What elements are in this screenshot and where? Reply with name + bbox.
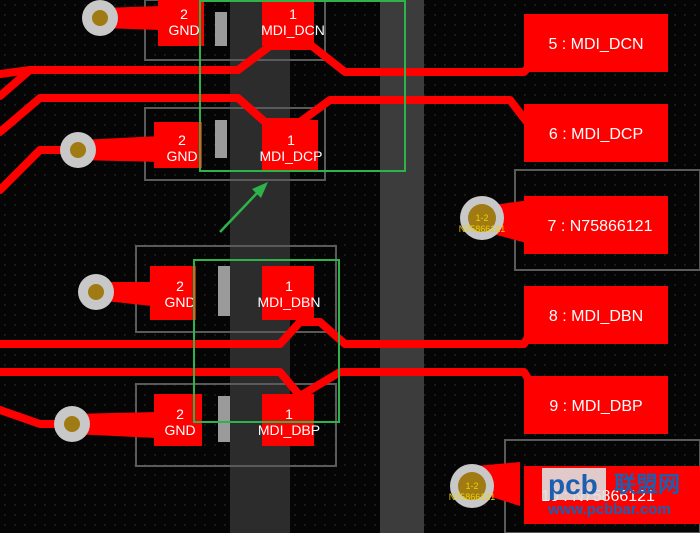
annotation-arrow xyxy=(219,182,268,233)
keepout-band xyxy=(380,0,424,533)
pin-number-label: 1 xyxy=(287,132,295,148)
connector-label: 9 : MDI_DBP xyxy=(549,398,642,415)
net-label: GND xyxy=(168,22,199,38)
net-label: GND xyxy=(164,294,195,310)
via-n75866121[interactable] xyxy=(450,464,494,508)
highlight-box-db-pair xyxy=(193,259,340,423)
pad-mdi-dcp xyxy=(262,120,318,170)
net-label: MDI_DBN xyxy=(257,294,320,310)
via[interactable] xyxy=(82,0,118,36)
pad-gnd xyxy=(150,266,196,320)
pad-mdi-dbp xyxy=(262,394,314,446)
connector-label: 6 : MDI_DCP xyxy=(549,126,643,143)
via-layer-label: 1-2 xyxy=(475,213,488,223)
net-label: MDI_DBP xyxy=(258,422,320,438)
trace-gnd-tail xyxy=(72,412,156,438)
pad-gnd xyxy=(154,122,202,168)
via[interactable] xyxy=(54,406,90,442)
connector-label: 7 : N75866121 xyxy=(548,218,653,235)
highlight-box-dc-pair xyxy=(199,0,406,172)
net-label: GND xyxy=(164,422,195,438)
connector-pad-7[interactable] xyxy=(524,196,668,254)
pin-number-label: 1 xyxy=(285,406,293,422)
pad-mdi-dcn xyxy=(262,0,314,46)
watermark-brand: pcb xyxy=(548,469,598,500)
connector-pad-9[interactable] xyxy=(524,376,668,434)
pin-number-label: 1 xyxy=(289,6,297,22)
net-label: MDI_DCP xyxy=(259,148,322,164)
via-net-label: N75866121 xyxy=(459,224,506,234)
connector-pad-6[interactable] xyxy=(524,104,668,162)
pad-mdi-dbn xyxy=(262,266,314,320)
via[interactable] xyxy=(78,274,114,310)
connector-pad-8[interactable] xyxy=(524,286,668,344)
pad-gnd xyxy=(158,0,204,46)
watermark-url: www.pcbbar.com xyxy=(547,501,671,518)
component-body-marks xyxy=(215,12,230,442)
pin-number-label: 2 xyxy=(176,278,184,294)
via[interactable] xyxy=(60,132,96,168)
watermark-cn: 联盟网 xyxy=(614,473,680,498)
via-layer-label: 1-2 xyxy=(465,481,478,491)
trace-gnd-tail xyxy=(80,136,160,162)
connector-label: 5 : MDI_DCN xyxy=(548,36,643,53)
connector-label: 8 : MDI_DBN xyxy=(549,308,643,325)
pin-number-label: 2 xyxy=(178,132,186,148)
via-n75866121[interactable] xyxy=(460,196,504,240)
pin-number-label: 2 xyxy=(180,6,188,22)
connector-pad-5[interactable] xyxy=(524,14,668,72)
net-label: MDI_DCN xyxy=(261,22,325,38)
net-label: GND xyxy=(166,148,197,164)
pin-number-label: 1 xyxy=(285,278,293,294)
trace-mdi-dbp xyxy=(0,368,539,400)
watermark: pcb 联盟网 www.pcbbar.com xyxy=(542,468,680,518)
via-net-label: N75866121 xyxy=(449,492,496,502)
pin-number-label: 2 xyxy=(176,406,184,422)
trace-left-diag xyxy=(0,66,34,100)
component-outline xyxy=(144,0,326,61)
